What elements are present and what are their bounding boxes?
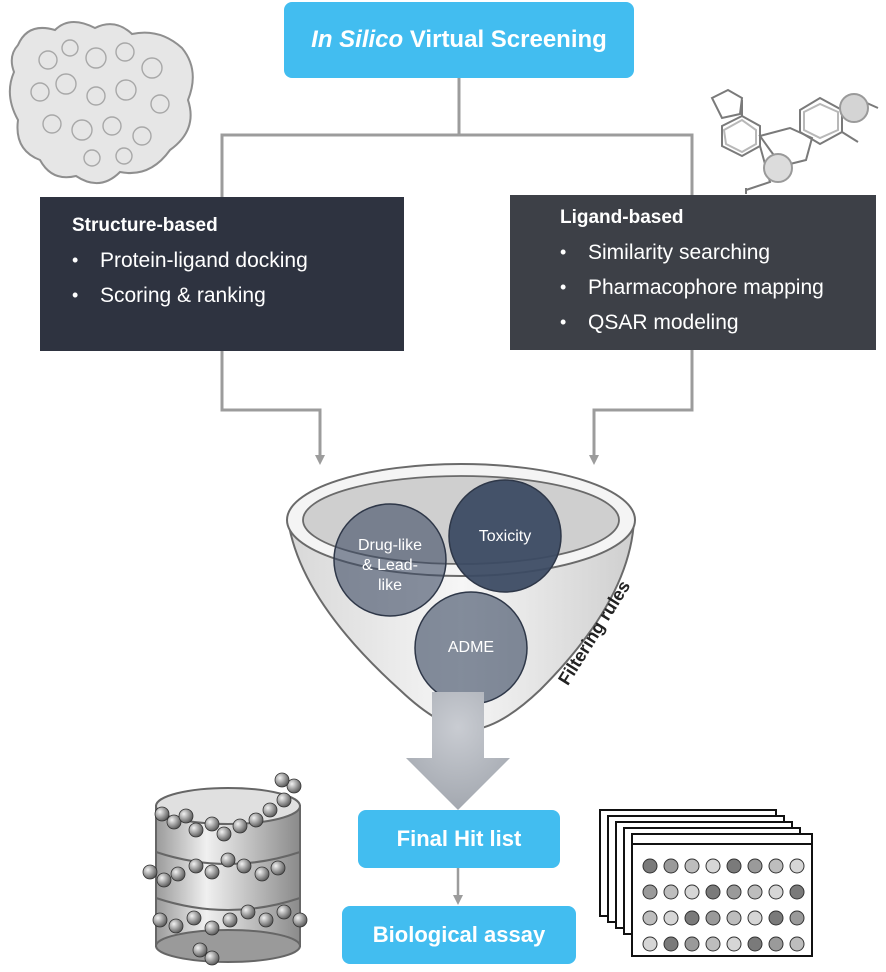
compound-database-icon (142, 772, 308, 966)
protein-surface-icon (8, 21, 194, 184)
biological-assay-label: Biological assay (372, 922, 546, 947)
assay-well (705, 858, 721, 874)
funnel-connectors (220, 350, 694, 465)
assay-well (747, 910, 763, 926)
assay-well (642, 936, 658, 952)
title-box: In Silico Virtual Screening (284, 2, 634, 78)
assay-well (663, 884, 679, 900)
assay-well (747, 884, 763, 900)
assay-well (684, 858, 700, 874)
assay-well (789, 884, 805, 900)
assay-well (747, 858, 763, 874)
ligand-item: Similarity searching (560, 235, 876, 270)
structure-item: Protein-ligand docking (72, 243, 404, 278)
ligand-item: Pharmacophore mapping (560, 270, 876, 305)
assay-well (642, 858, 658, 874)
assay-well (726, 936, 742, 952)
toxicity-label: Toxicity (478, 528, 532, 545)
assay-well (747, 936, 763, 952)
assay-well (768, 936, 784, 952)
title-italic: In Silico (311, 26, 404, 53)
filter-circle-toxicity (448, 479, 562, 593)
ligand-item: QSAR modeling (560, 305, 876, 340)
assay-well (663, 936, 679, 952)
assay-well (789, 858, 805, 874)
filter-funnel (286, 463, 636, 732)
assay-well (768, 858, 784, 874)
assay-well (663, 910, 679, 926)
assay-well (789, 936, 805, 952)
funnel-output-arrow (406, 692, 510, 810)
assay-well (726, 858, 742, 874)
assay-well (642, 884, 658, 900)
final-hit-list-label: Final Hit list (396, 826, 522, 851)
assay-well (789, 910, 805, 926)
ligand-molecule-icon (710, 88, 879, 194)
assay-well (684, 910, 700, 926)
assay-well (642, 910, 658, 926)
assay-well (684, 936, 700, 952)
assay-well (726, 884, 742, 900)
top-connectors (220, 78, 694, 198)
final-hit-list-box: Final Hit list (358, 810, 560, 868)
assay-well (705, 936, 721, 952)
assay-well (768, 884, 784, 900)
biological-assay-box: Biological assay (342, 906, 576, 964)
assay-well (768, 910, 784, 926)
assay-well (705, 884, 721, 900)
title-text: Virtual Screening (403, 26, 607, 53)
structure-based-heading: Structure-based (72, 215, 218, 236)
adme-label: ADME (447, 639, 495, 656)
assay-well (726, 910, 742, 926)
structure-item: Scoring & ranking (72, 278, 404, 313)
assay-well (663, 858, 679, 874)
ligand-based-heading: Ligand-based (560, 207, 684, 228)
ligand-based-box: Ligand-based Similarity searching Pharma… (510, 195, 876, 350)
structure-based-box: Structure-based Protein-ligand docking S… (40, 197, 404, 351)
assay-plate-stack-icon (599, 809, 813, 957)
assay-well (684, 884, 700, 900)
filter-circle-drug-like (333, 503, 447, 617)
assay-well (705, 910, 721, 926)
drug-like-label: Drug-like & Lead- like (357, 537, 422, 594)
